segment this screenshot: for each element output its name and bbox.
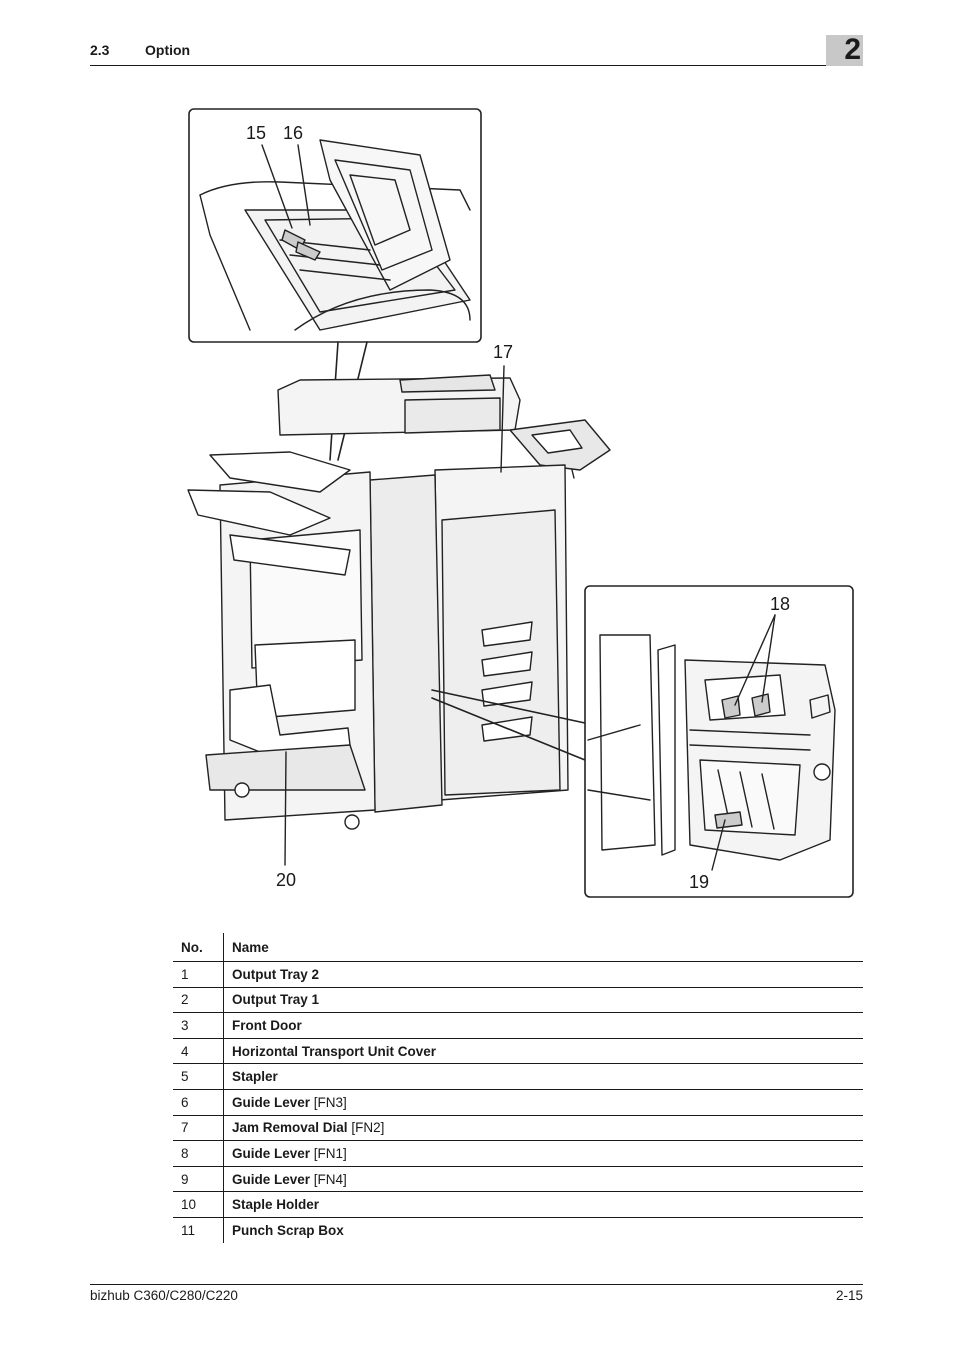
row-no: 1 bbox=[173, 961, 224, 988]
row-no: 3 bbox=[173, 1012, 224, 1039]
row-no: 5 bbox=[173, 1063, 224, 1090]
row-name: Guide Lever bbox=[232, 1094, 311, 1110]
chapter-number: 2 bbox=[844, 33, 861, 66]
row-suffix: [FN3] bbox=[313, 1094, 347, 1110]
row-name: Output Tray 2 bbox=[232, 966, 320, 982]
table-row: 5 Stapler bbox=[173, 1063, 863, 1090]
header-rule bbox=[90, 65, 863, 66]
section-title: Option bbox=[145, 42, 191, 58]
row-name-cell: Punch Scrap Box bbox=[224, 1217, 864, 1242]
row-name-cell: Output Tray 1 bbox=[223, 987, 863, 1014]
row-no: 11 bbox=[173, 1217, 224, 1243]
row-no: 7 bbox=[173, 1115, 224, 1142]
table-header-row: No. Name bbox=[173, 933, 863, 962]
table-row: 10 Staple Holder bbox=[173, 1191, 863, 1218]
row-name: Staple Holder bbox=[232, 1197, 320, 1213]
row-name: Guide Lever bbox=[232, 1145, 311, 1161]
row-name-cell: Stapler bbox=[223, 1063, 863, 1090]
row-no: 2 bbox=[173, 987, 224, 1014]
footer-page-number: 2-15 bbox=[835, 1288, 863, 1303]
adf-inset bbox=[188, 108, 482, 343]
row-name-cell: Output Tray 2 bbox=[223, 961, 863, 988]
row-suffix: [FN2] bbox=[351, 1120, 385, 1136]
footer-rule bbox=[90, 1284, 863, 1285]
row-name: Punch Scrap Box bbox=[232, 1222, 344, 1238]
row-name: Jam Removal Dial bbox=[232, 1120, 348, 1136]
footer-model: bizhub C360/C280/C220 bbox=[90, 1288, 238, 1303]
row-no: 8 bbox=[173, 1140, 224, 1167]
callout-18: 18 bbox=[770, 594, 790, 614]
row-suffix: [FN1] bbox=[313, 1145, 347, 1161]
row-name: Output Tray 1 bbox=[232, 992, 320, 1008]
table-row: 11 Punch Scrap Box bbox=[173, 1217, 864, 1243]
table-row: 4 Horizontal Transport Unit Cover bbox=[173, 1038, 863, 1065]
row-name-cell: Front Door bbox=[223, 1012, 863, 1039]
parts-table: No. Name 1 Output Tray 2 2 Output Tray 1 3… bbox=[173, 933, 863, 1243]
row-name: Guide Lever bbox=[232, 1171, 311, 1187]
row-name-cell: Staple Holder bbox=[223, 1191, 863, 1218]
column-header-no: No. bbox=[173, 933, 224, 962]
callout-20: 20 bbox=[276, 870, 296, 890]
machine-body bbox=[187, 374, 611, 830]
row-no: 9 bbox=[173, 1166, 224, 1193]
row-name-cell: Guide Lever [FN3] bbox=[223, 1089, 863, 1116]
section-number: 2.3 bbox=[90, 42, 110, 58]
machine-illustration: 15 16 17 18 19 20 bbox=[187, 108, 854, 898]
row-no: 6 bbox=[173, 1089, 224, 1116]
chapter-tab bbox=[826, 35, 863, 66]
row-name-cell: Guide Lever [FN4] bbox=[223, 1166, 863, 1193]
row-name: Front Door bbox=[232, 1017, 302, 1033]
table-row: 1 Output Tray 2 bbox=[173, 961, 863, 988]
callout-16: 16 bbox=[283, 123, 303, 143]
column-header-name: Name bbox=[223, 933, 863, 962]
row-no: 4 bbox=[173, 1038, 224, 1065]
table-row: 2 Output Tray 1 bbox=[173, 987, 863, 1014]
row-name: Horizontal Transport Unit Cover bbox=[232, 1043, 437, 1059]
callout-17: 17 bbox=[493, 342, 513, 362]
row-name: Stapler bbox=[232, 1069, 278, 1085]
callout-19: 19 bbox=[689, 872, 709, 892]
table-row: 3 Front Door bbox=[173, 1012, 863, 1039]
callout-15: 15 bbox=[246, 123, 266, 143]
row-name-cell: Jam Removal Dial [FN2] bbox=[223, 1115, 863, 1142]
finisher-inset bbox=[584, 585, 854, 898]
row-name-cell: Horizontal Transport Unit Cover bbox=[223, 1038, 863, 1065]
row-suffix: [FN4] bbox=[313, 1171, 347, 1187]
row-no: 10 bbox=[173, 1191, 224, 1218]
row-name-cell: Guide Lever [FN1] bbox=[223, 1140, 863, 1167]
